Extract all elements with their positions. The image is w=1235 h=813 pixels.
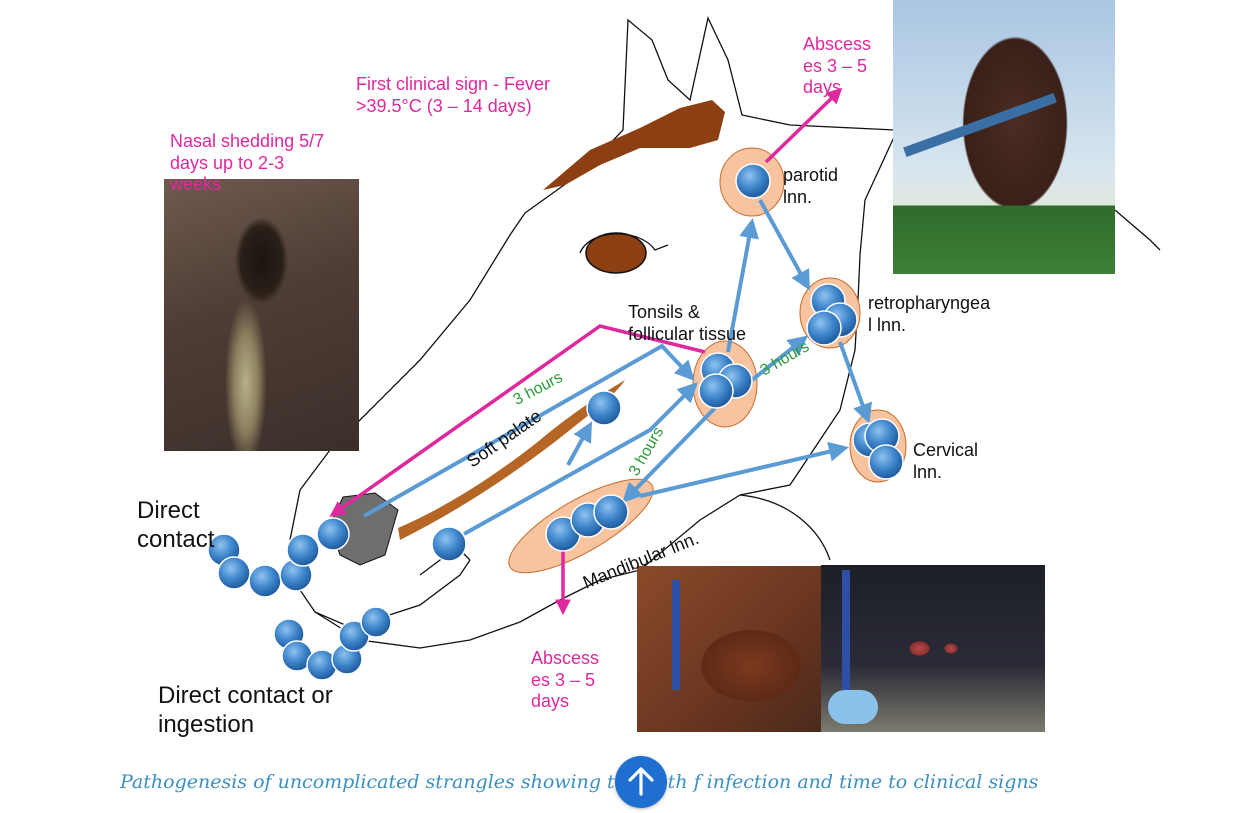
pink-arrows [329, 87, 843, 616]
jaw-halter [672, 580, 680, 690]
lymph-node-beads [207, 163, 904, 681]
abscess-bottom-label: Abscess es 3 – 5 days [531, 648, 600, 712]
nasal-shedding-label: Nasal shedding 5/7 days up to 2-3 weeks [170, 131, 325, 195]
arrow-up-icon [628, 767, 654, 796]
figure-caption: Pathogenesis of uncomplicated strangles … [120, 771, 1039, 793]
direct-contact-label: Direct contact [137, 497, 215, 553]
direct-contact-ingestion-label: Direct contact or ingestion [158, 682, 333, 738]
glove-hand [828, 690, 878, 724]
forelock-shape [543, 100, 725, 190]
horse-eye [585, 232, 647, 274]
swollen-jaw-photo [637, 566, 821, 732]
tonsils-label: Tonsils & follicular tissue [628, 302, 747, 344]
soft-palate-shape [398, 380, 625, 540]
horse-halter-photo [893, 0, 1115, 274]
retropharyngeal-label: retropharyngea l lnn. [868, 293, 991, 335]
abscess-top-label: Abscess es 3 – 5 days [803, 34, 872, 98]
first-clinical-sign-label: First clinical sign - Fever >39.5°C (3 –… [356, 74, 551, 116]
nasal-discharge-photo [164, 179, 359, 451]
blue-flow-arrows [363, 199, 873, 536]
abscess-halter [842, 570, 850, 700]
cervical-label: Cervical lnn. [913, 440, 979, 482]
horse-head-outline [289, 16, 1161, 649]
scroll-to-top-button[interactable] [615, 756, 667, 808]
parotid-label: parotid lnn. [783, 165, 839, 207]
